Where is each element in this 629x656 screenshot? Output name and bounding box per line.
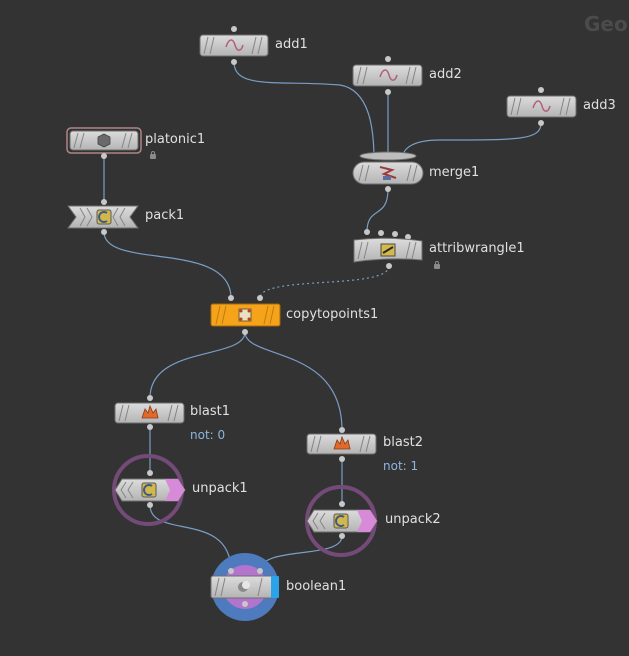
node-add1[interactable] — [199, 26, 269, 65]
wrangle-icon — [380, 243, 396, 257]
lock-icon — [434, 261, 440, 269]
merge-icon — [379, 166, 397, 180]
node-add2[interactable] — [352, 56, 423, 95]
unpack-icon — [333, 513, 349, 529]
node-label-add3[interactable]: add3 — [583, 98, 616, 113]
boolean-icon — [238, 581, 250, 592]
node-merge1[interactable] — [352, 151, 424, 192]
node-label-add2[interactable]: add2 — [429, 67, 462, 82]
node-boolean1[interactable] — [210, 553, 279, 621]
pack-icon — [96, 209, 112, 225]
node-label-blast1[interactable]: blast1 — [190, 404, 230, 419]
node-label-platonic1[interactable]: platonic1 — [145, 132, 206, 147]
network-context-label: Geo — [584, 12, 628, 36]
copy-to-points-icon — [238, 308, 252, 322]
node-platonic1[interactable] — [66, 127, 142, 159]
node-label-attribwrangle1[interactable]: attribwrangle1 — [429, 241, 525, 256]
wire-copytopoints1-blast1[interactable] — [149, 331, 246, 399]
wire-attribwrangle1-copytopoints1[interactable] — [259, 265, 390, 299]
platonic-solid-icon — [97, 133, 111, 148]
node-label-unpack2[interactable]: unpack2 — [385, 512, 441, 527]
blast-icon — [333, 435, 351, 450]
sine-wave-icon — [532, 100, 551, 112]
node-add3[interactable] — [506, 87, 577, 126]
node-label-merge1[interactable]: merge1 — [429, 165, 480, 180]
wire-add1-merge1[interactable] — [233, 61, 375, 161]
wire-add3-merge1[interactable] — [401, 122, 542, 161]
node-label-unpack1[interactable]: unpack1 — [192, 481, 248, 496]
node-pack1[interactable] — [67, 199, 139, 235]
wire-unpack1-boolean1[interactable] — [149, 504, 232, 572]
node-unpack2[interactable] — [305, 485, 378, 557]
lock-icon — [150, 151, 156, 159]
node-label-add1[interactable]: add1 — [275, 37, 308, 52]
node-blast1[interactable] — [114, 395, 185, 430]
node-label-copytopoints1[interactable]: copytopoints1 — [286, 307, 379, 322]
node-blast2[interactable] — [306, 427, 377, 462]
sine-wave-icon — [379, 69, 398, 81]
node-unpack1[interactable] — [112, 454, 186, 526]
node-label-boolean1[interactable]: boolean1 — [286, 579, 347, 594]
node-copytopoints1[interactable] — [210, 295, 281, 335]
node-info-blast1: not: 0 — [190, 428, 226, 442]
sine-wave-icon — [225, 39, 244, 51]
wire-merge1-attribwrangle1[interactable] — [366, 188, 389, 233]
wire-pack1-copytopoints1[interactable] — [103, 231, 232, 299]
blast-icon — [141, 404, 159, 419]
node-label-pack1[interactable]: pack1 — [145, 208, 185, 223]
node-info-blast2: not: 1 — [383, 459, 419, 473]
wire-copytopoints1-blast2[interactable] — [244, 331, 343, 431]
node-attribwrangle1[interactable] — [353, 229, 423, 269]
unpack-icon — [141, 482, 157, 498]
node-label-blast2[interactable]: blast2 — [383, 435, 423, 450]
